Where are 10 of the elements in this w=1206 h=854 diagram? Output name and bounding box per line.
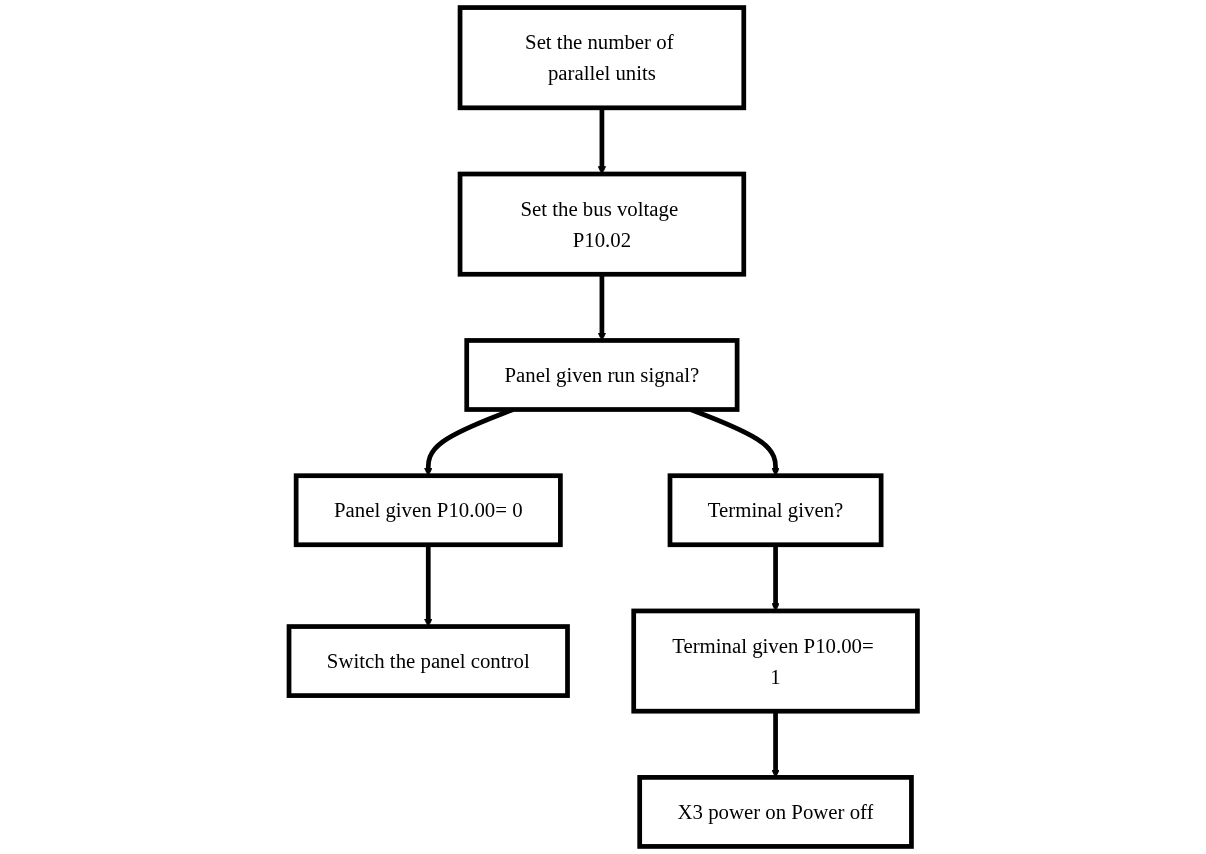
node-box: Set the number of parallel units [457,5,746,111]
node-box: Panel given run signal? [464,338,740,412]
node-box: Switch the panel control [286,624,570,698]
node-box: Terminal given P10.00= 1 [631,608,920,714]
node-box: Panel given P10.00= 0 [293,473,563,548]
node-box: Set the bus voltage P10.02 [457,171,746,277]
node-box: Terminal given? [667,473,884,548]
arrow [597,274,606,341]
node-box: X3 power on Power off [637,775,914,849]
arrow [771,711,780,778]
